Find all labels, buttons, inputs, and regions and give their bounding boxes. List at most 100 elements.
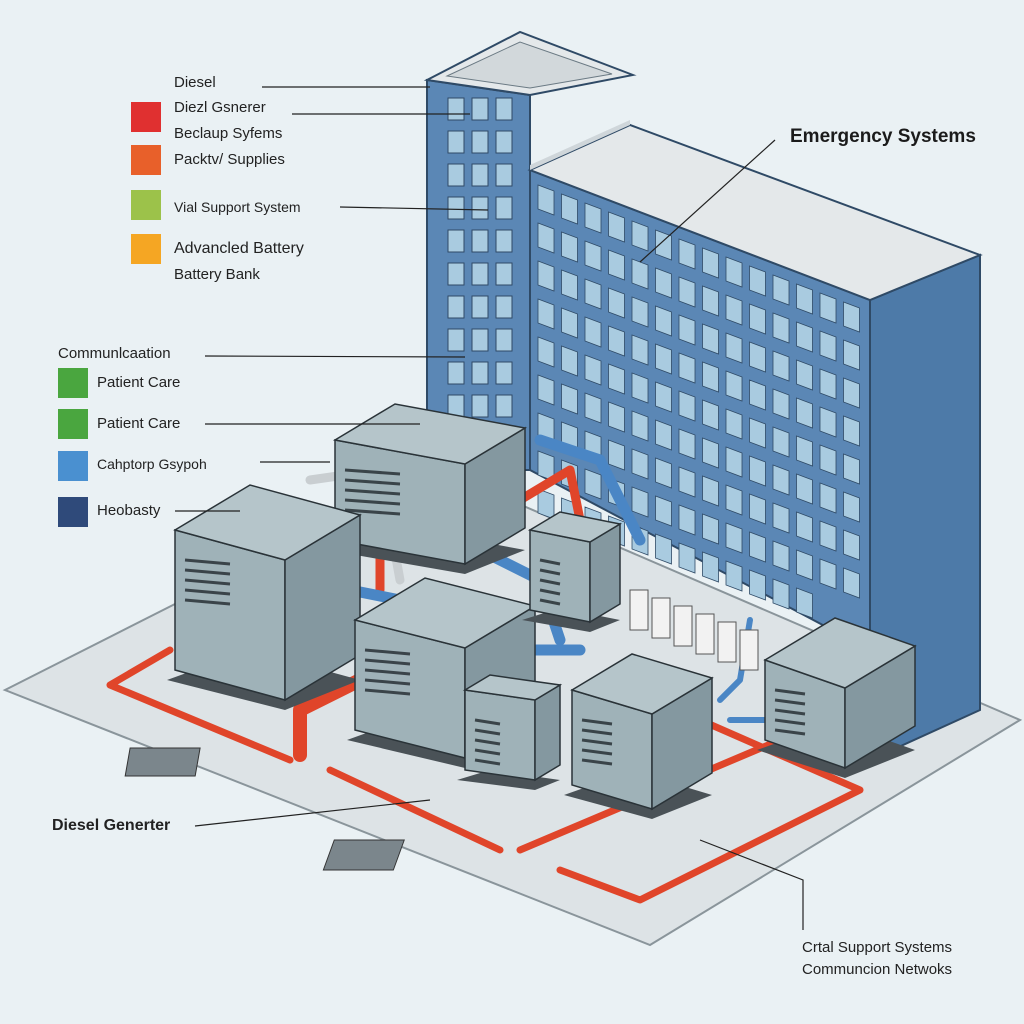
window (796, 587, 813, 619)
legend-label: Cahptorp Gsypoh (97, 456, 207, 472)
window (537, 336, 555, 368)
window (631, 486, 649, 518)
window (631, 410, 649, 442)
diesel-generator-callout: Diesel Generter (52, 817, 171, 834)
window (584, 202, 602, 234)
window (819, 520, 837, 552)
window (678, 276, 696, 308)
window (471, 229, 489, 253)
valve-pad-left (124, 747, 201, 777)
legend-label: Advancled Battery (174, 240, 304, 257)
window (772, 274, 790, 306)
window (843, 377, 860, 409)
window (495, 97, 513, 121)
window (447, 163, 465, 187)
battery-cell (739, 629, 759, 671)
window (819, 368, 837, 400)
window (655, 343, 672, 375)
window (495, 262, 513, 286)
window (655, 267, 672, 299)
window (796, 435, 813, 467)
window (819, 558, 837, 590)
window (749, 379, 766, 411)
window (447, 328, 465, 352)
bottom-callout-line2: Communcion Netwoks (802, 961, 953, 978)
window (447, 262, 465, 286)
window (631, 334, 649, 366)
window (678, 504, 696, 536)
window (584, 392, 602, 424)
window (702, 551, 719, 583)
legend-swatch-green (58, 368, 88, 398)
legend-label: Battery Bank (174, 266, 260, 283)
window (725, 408, 743, 440)
window (495, 295, 513, 319)
window (843, 415, 860, 447)
legend-swatch-green (58, 409, 88, 439)
window (608, 325, 625, 357)
window (471, 361, 489, 385)
window (471, 163, 489, 187)
legend-label: Vial Support System (174, 199, 301, 215)
window (678, 352, 696, 384)
window (447, 361, 465, 385)
window (584, 468, 602, 500)
control-cabinet (457, 674, 563, 790)
window (749, 531, 766, 563)
window (702, 475, 719, 507)
window (702, 437, 719, 469)
battery-enclosure (757, 617, 917, 778)
legend-label: Patient Care (97, 374, 181, 391)
legend-swatch-orange (131, 145, 161, 175)
window (561, 193, 578, 225)
window (678, 390, 696, 422)
window (843, 301, 860, 333)
window (631, 296, 649, 328)
window (447, 229, 465, 253)
battery-cell (717, 621, 737, 663)
window (678, 542, 696, 574)
window (608, 211, 625, 243)
window (725, 522, 743, 554)
window (702, 323, 719, 355)
battery-cell (695, 613, 715, 655)
window (772, 426, 790, 458)
window (608, 401, 625, 433)
window (749, 341, 766, 373)
window (655, 381, 672, 413)
window (772, 388, 790, 420)
window (819, 292, 837, 324)
diagram-title: Emergency Systems (790, 126, 976, 147)
legend-label: Heobasty (97, 502, 161, 519)
legend-label: Diesel (174, 74, 216, 91)
window (495, 229, 513, 253)
building-main (527, 120, 983, 762)
legend-swatch-blue (58, 451, 88, 481)
window (749, 455, 766, 487)
window (772, 502, 790, 534)
window (471, 328, 489, 352)
window (796, 283, 813, 315)
window (608, 439, 625, 471)
window (725, 332, 743, 364)
window (537, 184, 555, 216)
window (561, 307, 578, 339)
legend-label: Packtv/ Supplies (174, 151, 285, 168)
window (471, 262, 489, 286)
window (608, 363, 625, 395)
window (608, 249, 625, 281)
window (749, 265, 766, 297)
window (447, 130, 465, 154)
window (749, 569, 766, 601)
window (561, 269, 578, 301)
window (584, 240, 602, 272)
window (471, 295, 489, 319)
window (725, 256, 743, 288)
window (471, 196, 489, 220)
window (772, 578, 790, 610)
window (447, 196, 465, 220)
window (561, 383, 578, 415)
window (495, 394, 513, 418)
window (678, 466, 696, 498)
